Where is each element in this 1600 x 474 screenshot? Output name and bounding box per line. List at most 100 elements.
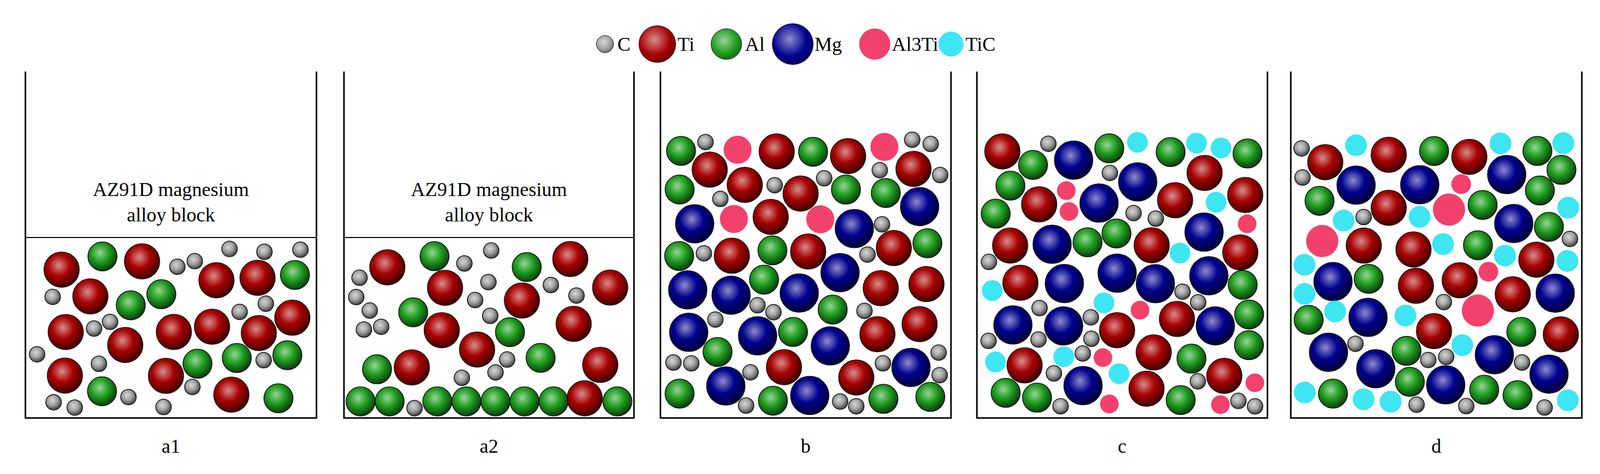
particle bbox=[29, 346, 46, 363]
particle bbox=[1072, 227, 1102, 257]
particle bbox=[512, 252, 542, 282]
particle bbox=[1210, 395, 1230, 415]
particle bbox=[1356, 349, 1396, 389]
particle bbox=[1185, 132, 1207, 154]
particle bbox=[1522, 136, 1552, 166]
particle bbox=[753, 199, 789, 235]
particle bbox=[1059, 202, 1079, 222]
particle bbox=[1155, 137, 1185, 167]
particle bbox=[996, 171, 1026, 201]
particle bbox=[1451, 139, 1487, 175]
particle bbox=[1054, 141, 1093, 180]
particle bbox=[1097, 254, 1137, 293]
particle bbox=[1318, 379, 1348, 409]
particle bbox=[1136, 264, 1175, 303]
particle bbox=[859, 316, 895, 352]
legend-swatch bbox=[938, 31, 964, 57]
particle bbox=[683, 355, 699, 372]
particle bbox=[45, 394, 62, 411]
particle bbox=[1083, 330, 1100, 347]
particle bbox=[1557, 196, 1580, 219]
particle bbox=[1187, 155, 1223, 191]
particle bbox=[904, 131, 920, 148]
particle bbox=[1045, 365, 1062, 382]
particle bbox=[712, 191, 729, 208]
particle bbox=[264, 383, 294, 413]
particle bbox=[782, 175, 819, 212]
particle bbox=[692, 152, 728, 188]
particle bbox=[1177, 344, 1207, 374]
particle bbox=[1136, 335, 1172, 371]
particle bbox=[292, 241, 309, 258]
particle bbox=[1227, 177, 1263, 213]
particle bbox=[1534, 212, 1564, 242]
particle bbox=[1018, 150, 1048, 180]
particle bbox=[1518, 242, 1554, 278]
particle bbox=[221, 241, 238, 257]
particle bbox=[198, 262, 234, 298]
particle bbox=[1293, 381, 1316, 404]
particle bbox=[1495, 276, 1531, 312]
block-boundary bbox=[343, 237, 634, 239]
particle bbox=[1118, 162, 1157, 202]
particle bbox=[820, 253, 860, 293]
legend-label: Al bbox=[745, 32, 765, 57]
particle bbox=[48, 314, 84, 350]
legend-label: Ti bbox=[677, 32, 695, 57]
particle bbox=[480, 387, 510, 417]
particle bbox=[720, 204, 749, 233]
particle bbox=[900, 187, 940, 226]
crucible-wall bbox=[1290, 71, 1582, 419]
particle bbox=[1451, 334, 1474, 357]
particle bbox=[487, 364, 504, 381]
particle bbox=[124, 243, 160, 280]
particle bbox=[738, 397, 754, 414]
particle bbox=[1079, 184, 1119, 223]
particle bbox=[1371, 190, 1407, 226]
particle bbox=[1108, 363, 1130, 384]
particle bbox=[790, 233, 826, 270]
particle bbox=[876, 230, 912, 266]
block-boundary bbox=[25, 237, 317, 239]
particle bbox=[931, 367, 948, 383]
particle bbox=[1190, 373, 1206, 390]
panel-label: d bbox=[1431, 434, 1442, 459]
particle bbox=[669, 313, 709, 352]
particle bbox=[1190, 294, 1206, 311]
particle bbox=[1157, 182, 1193, 218]
particle bbox=[146, 279, 176, 309]
particle bbox=[169, 258, 186, 275]
particle bbox=[863, 270, 899, 307]
legend-label: Mg bbox=[814, 32, 843, 57]
particle bbox=[932, 167, 948, 184]
particle bbox=[1529, 354, 1569, 394]
particle bbox=[362, 354, 392, 384]
particle bbox=[856, 302, 873, 319]
particle bbox=[482, 308, 499, 324]
particle bbox=[509, 387, 540, 417]
particle bbox=[1148, 211, 1164, 227]
particle bbox=[86, 321, 102, 337]
particle bbox=[1409, 396, 1425, 413]
particle bbox=[272, 340, 302, 370]
particle bbox=[1323, 300, 1346, 323]
particle bbox=[981, 199, 1011, 229]
particle bbox=[1134, 227, 1170, 264]
particle bbox=[1294, 169, 1311, 186]
particle bbox=[156, 314, 192, 350]
particle bbox=[1345, 134, 1368, 157]
particle bbox=[1094, 133, 1124, 163]
particle bbox=[451, 387, 481, 417]
particle bbox=[981, 254, 997, 270]
particle bbox=[697, 134, 714, 150]
particle bbox=[874, 216, 890, 233]
particle bbox=[107, 327, 143, 363]
panel-label: a2 bbox=[479, 434, 499, 459]
particle bbox=[1307, 144, 1344, 181]
particle bbox=[1547, 155, 1577, 185]
particle bbox=[1379, 391, 1402, 413]
particle bbox=[1002, 265, 1039, 301]
particle bbox=[727, 167, 763, 203]
particle bbox=[1040, 135, 1057, 152]
